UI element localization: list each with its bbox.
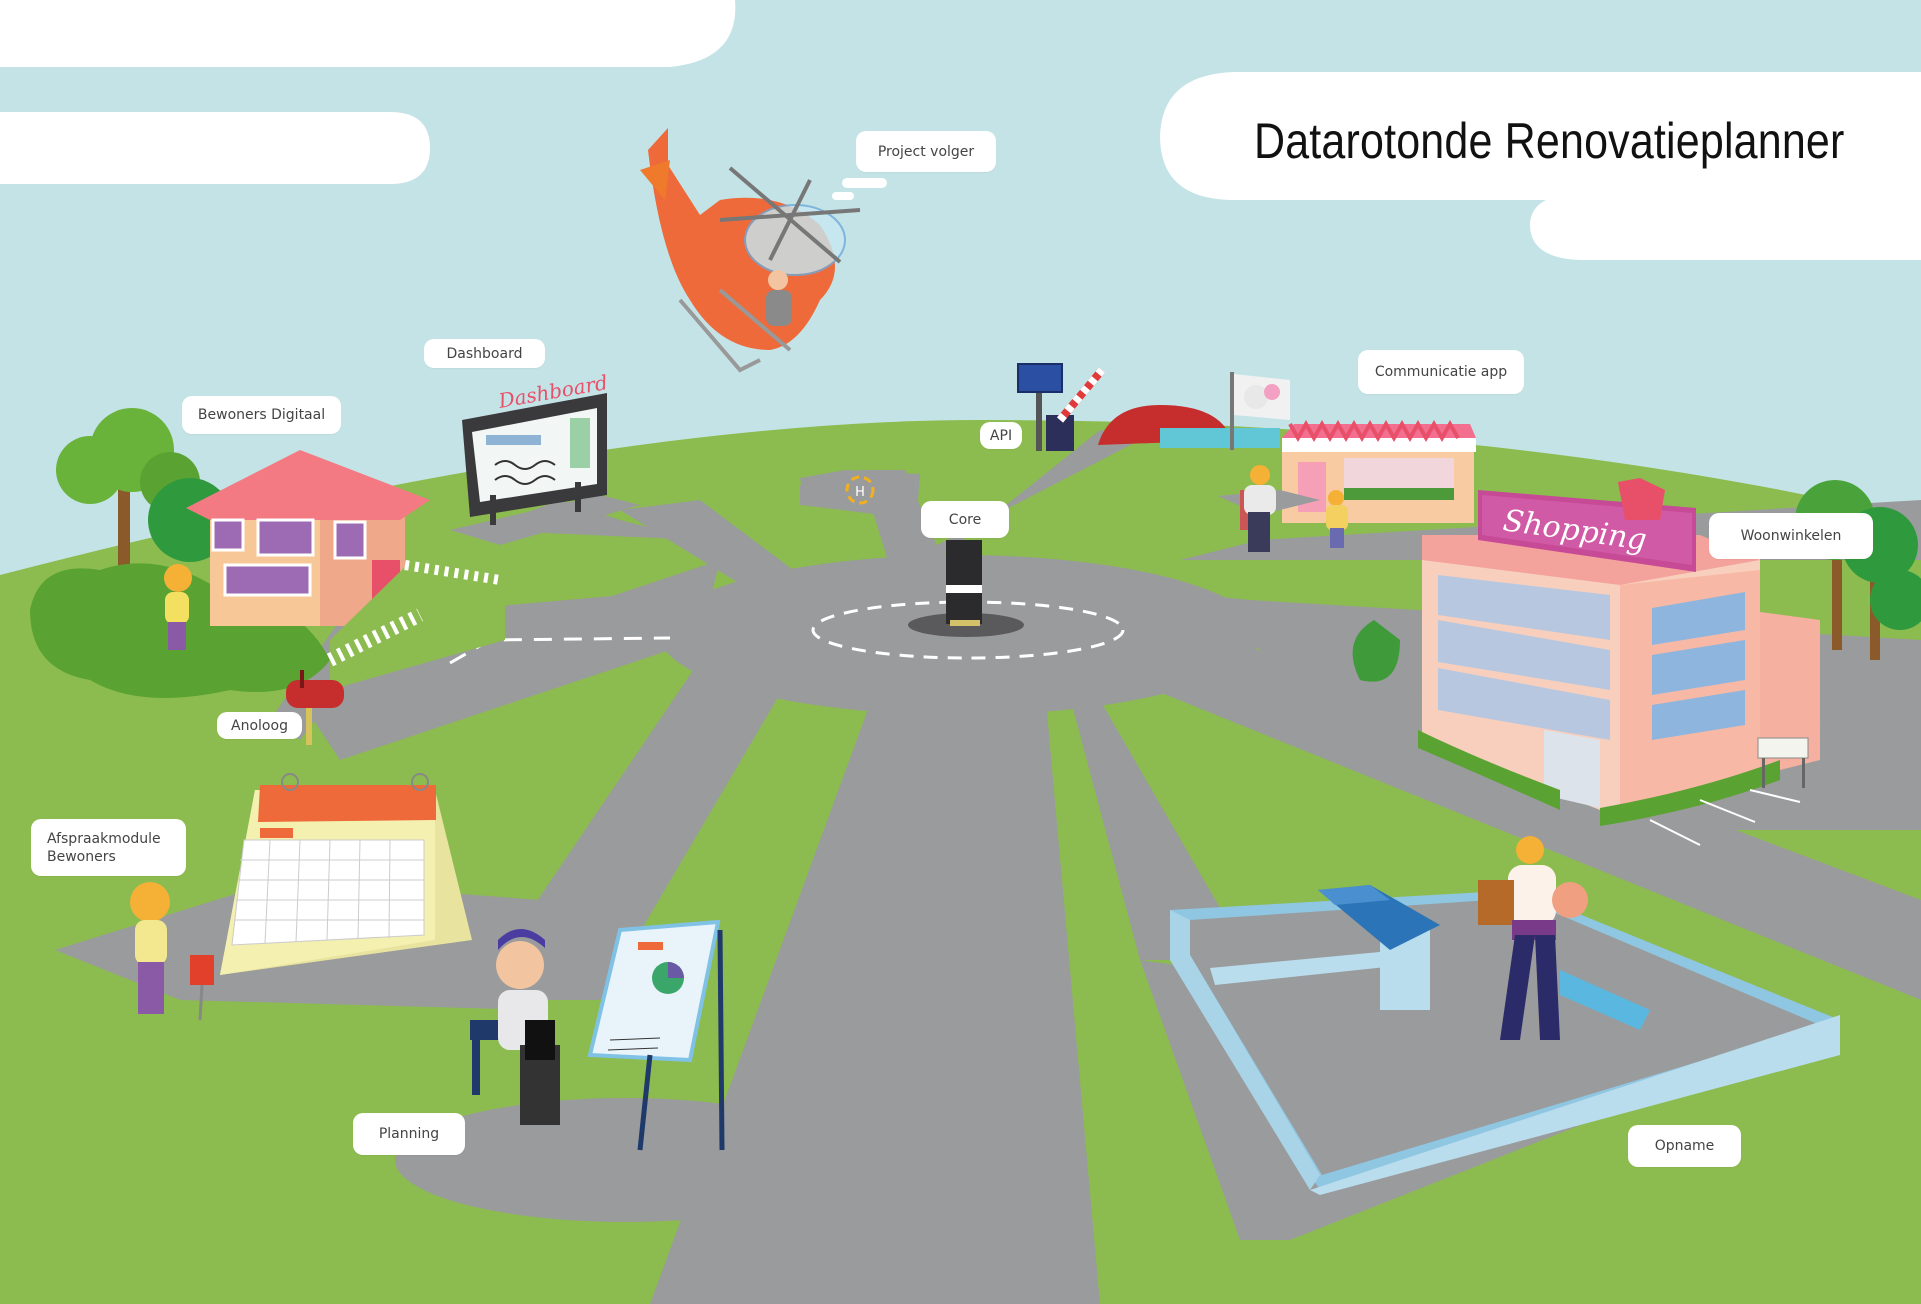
- label-planning[interactable]: Planning: [353, 1113, 465, 1155]
- woman-pin: [130, 882, 214, 1021]
- builder: [1478, 836, 1588, 1040]
- cloud-top-left: [0, 0, 736, 67]
- label-anoloog[interactable]: Anoloog: [217, 712, 302, 739]
- label-dashboard[interactable]: Dashboard: [424, 339, 545, 368]
- label-communicatie-app[interactable]: Communicatie app: [1358, 350, 1524, 394]
- label-woonwinkelen[interactable]: Woonwinkelen: [1709, 513, 1873, 559]
- label-opname[interactable]: Opname: [1628, 1125, 1741, 1167]
- label-core[interactable]: Core: [921, 501, 1009, 538]
- cafe: [1218, 419, 1476, 552]
- core-pillar: [946, 540, 982, 626]
- cloud-left: [0, 112, 430, 184]
- shopping-building: Shopping: [1352, 478, 1921, 846]
- api-gate: [1017, 363, 1290, 451]
- label-bewoners-digitaal[interactable]: Bewoners Digitaal: [182, 396, 341, 434]
- helipad: H: [800, 470, 920, 515]
- house: [186, 450, 505, 690]
- planner: [470, 919, 725, 1151]
- cloud-title: [1160, 72, 1921, 260]
- page-title: Datarotonde Renovatieplanner: [1254, 113, 1845, 169]
- label-afspraakmodule-bewoners[interactable]: Afspraakmodule Bewoners: [31, 819, 186, 876]
- calendar: [220, 773, 472, 975]
- clouds: [0, 0, 1921, 260]
- helicopter: [640, 128, 887, 373]
- helipad-letter: H: [855, 485, 865, 500]
- mailbox: [286, 670, 344, 745]
- label-api[interactable]: API: [980, 422, 1022, 449]
- label-project-volger[interactable]: Project volger: [856, 131, 996, 172]
- woman-garden: [164, 564, 192, 650]
- dashboard-billboard: Dashboard: [450, 370, 640, 545]
